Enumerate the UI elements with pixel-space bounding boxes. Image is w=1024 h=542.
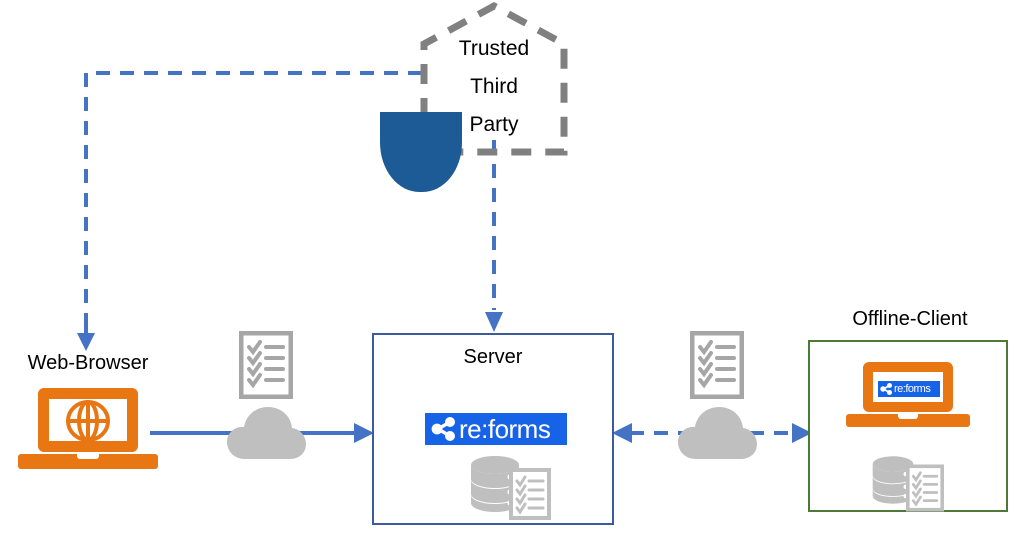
share-icon-small <box>880 383 892 395</box>
checklist-icon-left <box>239 331 293 399</box>
cloud-icon-left <box>227 407 306 459</box>
database-icon-server <box>471 456 519 512</box>
reforms-wordmark: re:forms <box>459 413 551 444</box>
checklist-icon-offline <box>906 464 944 512</box>
globe-icon <box>66 400 110 442</box>
ttp-line-1: Trusted <box>458 37 530 60</box>
reforms-logo-offline: re:forms <box>878 381 940 397</box>
connector-ttp-to-server <box>485 140 503 332</box>
web-browser-laptop-icon <box>18 388 158 478</box>
reforms-wordmark-small: re:forms <box>894 383 931 395</box>
shield-icon <box>380 112 462 192</box>
connector-ttp-to-web-browser <box>77 71 422 351</box>
checklist-icon-right <box>690 331 744 399</box>
reforms-logo-server: re:forms <box>425 413 567 445</box>
ttp-line-3: Party <box>469 113 519 136</box>
web-browser-label: Web-Browser <box>27 352 149 374</box>
offline-client-label: Offline-Client <box>852 308 968 330</box>
offline-client-laptop-icon: re:forms <box>846 362 970 438</box>
ttp-line-2: Third <box>470 75 518 98</box>
cloud-icon-right <box>678 407 757 459</box>
database-icon-offline <box>872 456 914 504</box>
share-icon <box>431 417 455 441</box>
server-label: Server <box>463 346 523 368</box>
checklist-icon-server <box>509 468 551 520</box>
trusted-third-party-label: Trusted Third Party <box>424 30 564 144</box>
